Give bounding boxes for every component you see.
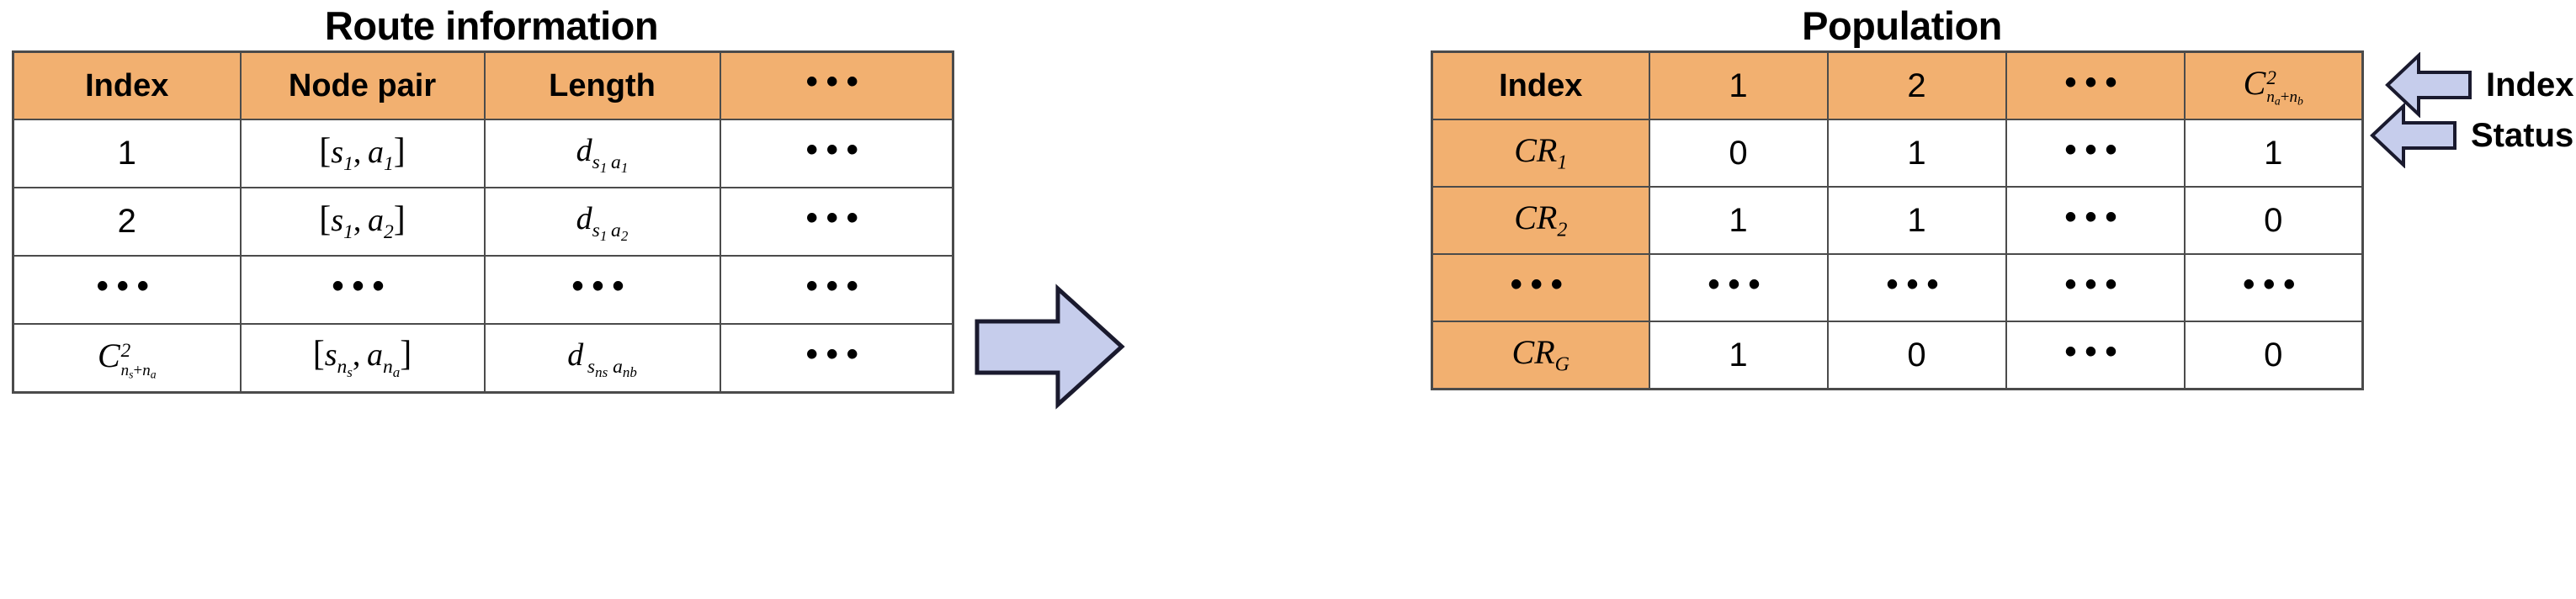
ellipsis-icon: ••• — [571, 268, 633, 305]
math-node-pair-2: [s1, a2] — [319, 199, 406, 243]
ellipsis-icon: ••• — [1510, 266, 1571, 303]
cell-ellipsis-more: ••• — [2005, 253, 2186, 322]
transform-arrow — [974, 282, 1125, 412]
route-information-panel: Route information Index Node pair Length… — [12, 0, 971, 394]
math-node-pair-last: [sns, ana] — [312, 335, 412, 381]
table-row: 1 [s1, a1] ds1 a1 ••• — [12, 119, 954, 188]
column-header-node-pair: Node pair — [239, 50, 486, 120]
ellipsis-icon: ••• — [2064, 265, 2126, 303]
cell-cr1-more: ••• — [2005, 119, 2186, 188]
cell-length-ellipsis: ••• — [483, 255, 721, 325]
annotation-status-label: Status — [2471, 117, 2574, 154]
cell-crg-more: ••• — [2005, 321, 2186, 390]
cell-node-pair-last: [sns, ana] — [239, 323, 486, 394]
row-label-cr1: CR1 — [1431, 119, 1650, 188]
ellipsis-icon: ••• — [332, 268, 393, 305]
cell-more-1: ••• — [719, 119, 954, 188]
annotation-index: Index — [2385, 52, 2573, 118]
column-header-index: Index — [12, 50, 242, 120]
cell-crg-col1: 1 — [1648, 321, 1829, 390]
page-title-population: Population — [1802, 3, 2002, 48]
ellipsis-icon: ••• — [805, 131, 867, 168]
ellipsis-icon: ••• — [805, 62, 867, 100]
column-header-more: ••• — [719, 50, 954, 120]
ellipsis-icon: ••• — [805, 268, 867, 305]
row-label-ellipsis: ••• — [1431, 253, 1650, 322]
cell-cr2-col1: 1 — [1648, 186, 1829, 255]
annotation-index-label: Index — [2486, 66, 2574, 103]
math-length-last: d sns anb — [567, 337, 637, 381]
page-title-route: Route information — [324, 3, 659, 48]
cell-cr1-col1: 0 — [1648, 119, 1829, 188]
ellipsis-icon: ••• — [2064, 130, 2126, 168]
row-label-cr2: CR2 — [1431, 186, 1650, 255]
ellipsis-icon: ••• — [1886, 265, 1947, 303]
cell-cr2-col2: 1 — [1826, 186, 2007, 255]
column-header-more: ••• — [2005, 50, 2186, 120]
cell-node-pair-1: [s1, a1] — [239, 119, 486, 188]
right-arrow-icon — [975, 284, 1125, 410]
ellipsis-icon: ••• — [805, 199, 867, 236]
cell-crg-col2: 0 — [1826, 321, 2007, 390]
column-header-length: Length — [483, 50, 721, 120]
table-row-ellipsis: ••• ••• ••• ••• ••• — [1431, 253, 2364, 322]
math-cr-1: CR1 — [1514, 130, 1568, 174]
table-header-row: Index Node pair Length ••• — [12, 50, 954, 120]
cell-cr2-collast: 0 — [2183, 186, 2364, 255]
ellipsis-icon: ••• — [2064, 198, 2126, 236]
ellipsis-icon: ••• — [1708, 265, 1769, 303]
cell-cr1-collast: 1 — [2183, 119, 2364, 188]
cell-index-ellipsis: ••• — [12, 255, 242, 325]
left-arrow-icon — [2370, 103, 2456, 168]
math-length-1: ds1 a1 — [576, 133, 629, 177]
cell-more-2: ••• — [719, 187, 954, 257]
cell-length-2: ds1 a2 — [483, 187, 721, 257]
table-row: CR1 0 1 ••• 1 — [1431, 119, 2364, 188]
ellipsis-icon: ••• — [805, 336, 867, 373]
cell-node-pair-2: [s1, a2] — [239, 187, 486, 257]
annotation-status: Status — [2370, 103, 2573, 168]
column-header-2: 2 — [1826, 50, 2007, 120]
cell-ellipsis-col2: ••• — [1826, 253, 2007, 322]
cell-node-pair-ellipsis: ••• — [239, 255, 486, 325]
ellipsis-icon: ••• — [96, 268, 157, 305]
cell-length-last: d sns anb — [483, 323, 721, 394]
table-row: CR2 1 1 ••• 0 — [1431, 186, 2364, 255]
cell-length-1: ds1 a1 — [483, 119, 721, 188]
cell-more-ellipsis: ••• — [719, 255, 954, 325]
left-arrow-icon — [2385, 52, 2472, 118]
table-row: 2 [s1, a2] ds1 a2 ••• — [12, 187, 954, 257]
cell-index-2: 2 — [12, 187, 242, 257]
column-header-index: Index — [1431, 50, 1650, 120]
cell-ellipsis-collast: ••• — [2183, 253, 2364, 322]
cell-ellipsis-col1: ••• — [1648, 253, 1829, 322]
cell-cr2-more: ••• — [2005, 186, 2186, 255]
cell-index-1: 1 — [12, 119, 242, 188]
ellipsis-icon: ••• — [2243, 265, 2304, 303]
math-cr-g: CRG — [1511, 332, 1570, 376]
cell-cr1-col2: 1 — [1826, 119, 2007, 188]
math-cr-2: CR2 — [1514, 198, 1568, 241]
route-information-table: Index Node pair Length ••• 1 [s1, a1] ds… — [12, 50, 954, 394]
ellipsis-icon: ••• — [2064, 332, 2126, 370]
cell-more-last: ••• — [719, 323, 954, 394]
table-row: CRG 1 0 ••• 0 — [1431, 321, 2364, 390]
math-length-2: ds1 a2 — [576, 201, 629, 245]
column-header-1: 1 — [1648, 50, 1829, 120]
cell-crg-collast: 0 — [2183, 321, 2364, 390]
row-label-crg: CRG — [1431, 321, 1650, 390]
math-node-pair-1: [s1, a1] — [319, 131, 406, 175]
ellipsis-icon: ••• — [2064, 64, 2126, 101]
table-row-ellipsis: ••• ••• ••• ••• — [12, 255, 954, 325]
